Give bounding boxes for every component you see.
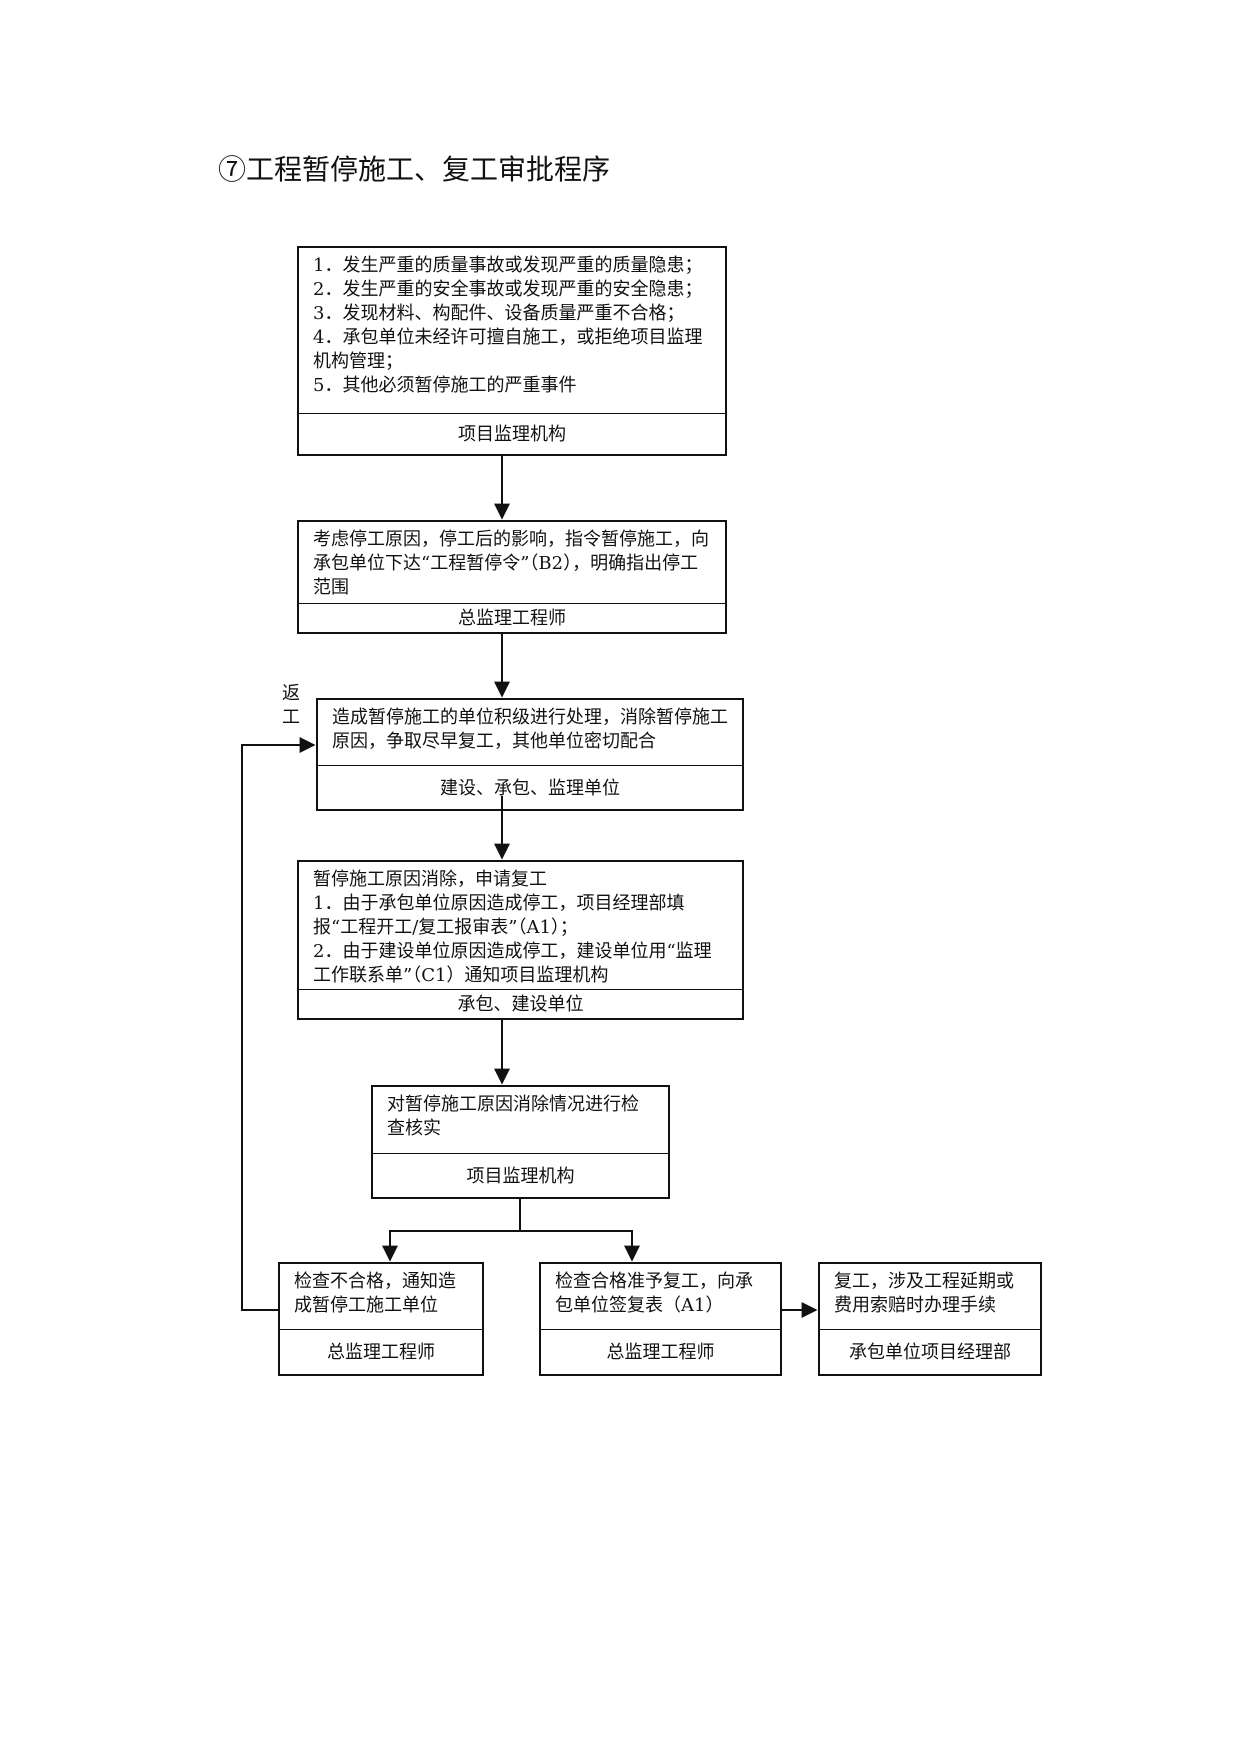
step-owner: 总监理工程师 xyxy=(606,1342,715,1363)
step-text: 复工，涉及工程延期或费用索赔时办理手续 xyxy=(834,1271,1014,1316)
step-body: 对暂停施工原因消除情况进行检查核实 xyxy=(373,1087,668,1154)
step-body: 1．发生严重的质量事故或发现严重的质量隐患； 2．发生严重的安全事故或发现严重的… xyxy=(299,248,725,414)
trigger-item: 5．其他必须暂停施工的严重事件 xyxy=(313,375,577,396)
step-body: 暂停施工原因消除，申请复工 1．由于承包单位原因造成停工，项目经理部填报“工程开… xyxy=(299,862,742,990)
step-owner: 总监理工程师 xyxy=(327,1342,435,1363)
trigger-item: 3．发现材料、构配件、设备质量严重不合格； xyxy=(313,303,685,324)
step-handle-causes: 造成暂停施工的单位积级进行处理，消除暂停施工原因，争取尽早复工，其他单位密切配合… xyxy=(316,698,744,811)
step-inspection-passed: 检查合格准予复工，向承包单位签复表（A1） 总监理工程师 xyxy=(539,1262,782,1376)
step-owner: 总监理工程师 xyxy=(458,608,566,629)
step-text: 暂停施工原因消除，申请复工 xyxy=(313,869,547,890)
step-owner: 承包单位项目经理部 xyxy=(849,1342,1011,1363)
step-owner: 承包、建设单位 xyxy=(457,994,584,1015)
step-text: 1．由于承包单位原因造成停工，项目经理部填报“工程开工/复工报审表”（A1）； xyxy=(313,893,685,938)
step-verify: 对暂停施工原因消除情况进行检查核实 项目监理机构 xyxy=(371,1085,670,1199)
step-owner: 建设、承包、监理单位 xyxy=(440,777,620,799)
step-body: 检查合格准予复工，向承包单位签复表（A1） xyxy=(541,1264,780,1330)
return-label: 返工 xyxy=(282,683,300,728)
step-owner: 项目监理机构 xyxy=(458,424,566,445)
arrow-branch-fail xyxy=(382,1230,520,1262)
step-owner: 项目监理机构 xyxy=(466,1165,575,1187)
step-text: 检查合格准予复工，向承包单位签复表（A1） xyxy=(555,1271,753,1316)
trigger-item: 2．发生严重的安全事故或发现严重的安全隐患； xyxy=(313,279,703,300)
trigger-item: 1．发生严重的质量事故或发现严重的质量隐患； xyxy=(313,255,703,276)
step-resume-work: 复工，涉及工程延期或费用索赔时办理手续 承包单位项目经理部 xyxy=(818,1262,1042,1376)
step-body: 复工，涉及工程延期或费用索赔时办理手续 xyxy=(820,1264,1040,1330)
page-title: ⑦工程暂停施工、复工审批程序 xyxy=(218,153,611,186)
step-text: 检查不合格，通知造成暂停工施工单位 xyxy=(294,1271,456,1316)
arrow-return xyxy=(241,737,316,1311)
step-apply-resumption: 暂停施工原因消除，申请复工 1．由于承包单位原因造成停工，项目经理部填报“工程开… xyxy=(297,860,744,1020)
step-text: 考虑停工原因，停工后的影响，指令暂停施工，向承包单位下达“工程暂停令”（B2），… xyxy=(313,529,709,598)
step-inspection-failed: 检查不合格，通知造成暂停工施工单位 总监理工程师 xyxy=(278,1262,484,1376)
step-text: 对暂停施工原因消除情况进行检查核实 xyxy=(387,1094,639,1139)
step-body: 造成暂停施工的单位积级进行处理，消除暂停施工原因，争取尽早复工，其他单位密切配合 xyxy=(318,700,742,766)
step-body: 考虑停工原因，停工后的影响，指令暂停施工，向承包单位下达“工程暂停令”（B2），… xyxy=(299,522,725,604)
step-suspension-triggers: 1．发生严重的质量事故或发现严重的质量隐患； 2．发生严重的安全事故或发现严重的… xyxy=(297,246,727,456)
step-text: 造成暂停施工的单位积级进行处理，消除暂停施工原因，争取尽早复工，其他单位密切配合 xyxy=(332,707,728,752)
trigger-item: 4．承包单位未经许可擅自施工，或拒绝项目监理机构管理； xyxy=(313,327,703,372)
arrow-branch-pass xyxy=(520,1230,640,1262)
step-body: 检查不合格，通知造成暂停工施工单位 xyxy=(280,1264,482,1330)
step-text: 2．由于建设单位原因造成停工，建设单位用“监理工作联系单”（C1）通知项目监理机… xyxy=(313,941,712,986)
step-issue-suspension-order: 考虑停工原因，停工后的影响，指令暂停施工，向承包单位下达“工程暂停令”（B2），… xyxy=(297,520,727,634)
